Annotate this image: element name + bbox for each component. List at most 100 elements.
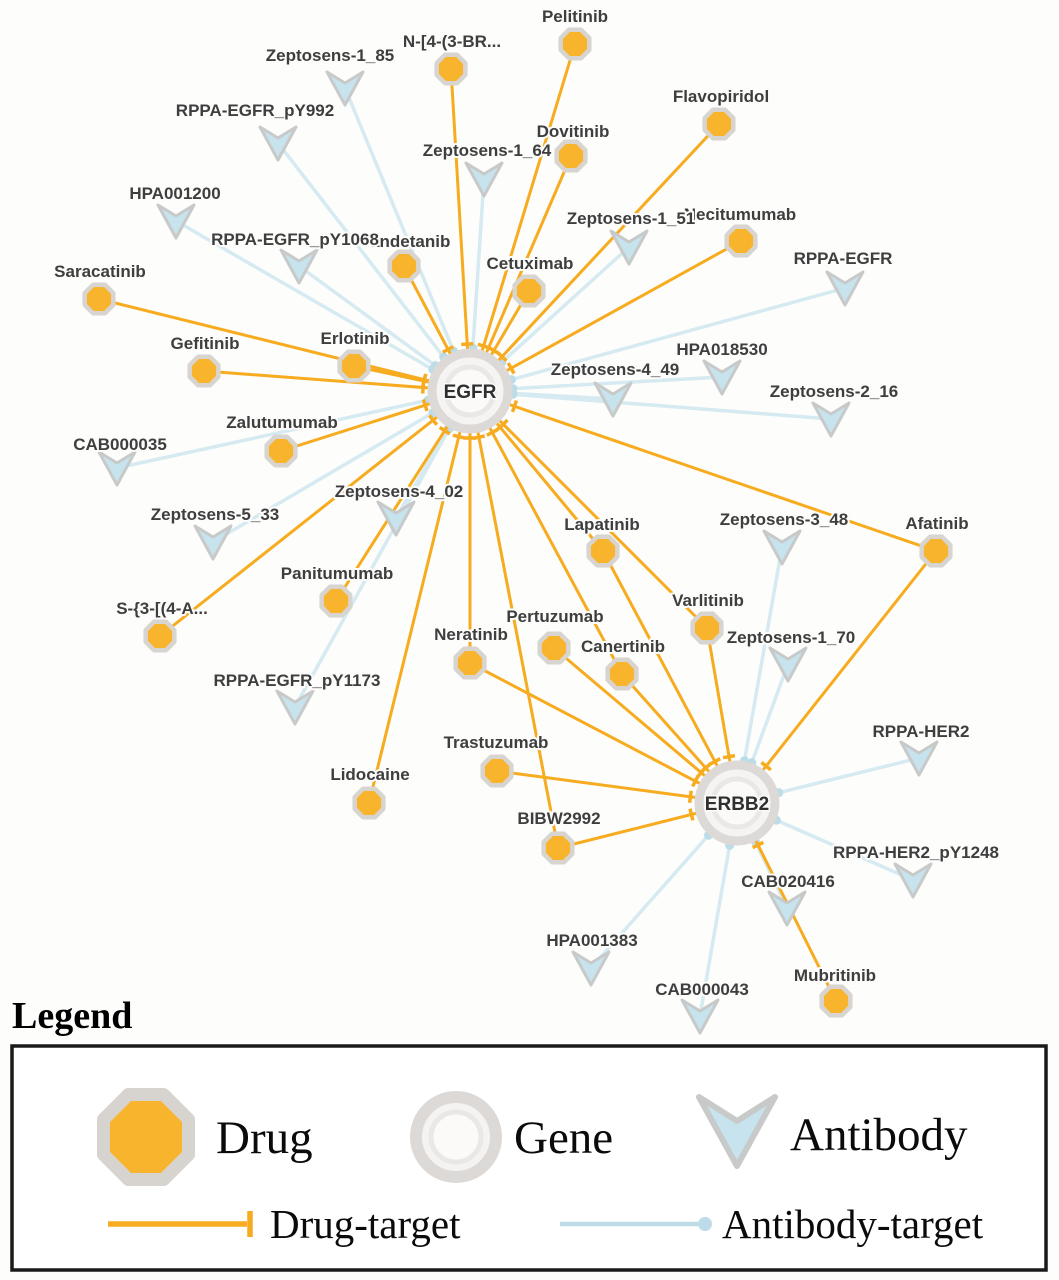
edge-drug-target-neratinib-erbb2: [469, 661, 738, 805]
drug-label-canertinib: Canertinib: [581, 637, 665, 656]
drug-label-lidocaine: Lidocaine: [330, 765, 409, 784]
drug-node-canertinib[interactable]: [605, 657, 639, 691]
edge-drug-tee-zalutumumab-egfr: [421, 398, 429, 412]
drug-node-neratinib[interactable]: [453, 646, 487, 680]
drug-node-lapatinib[interactable]: [586, 534, 620, 568]
drug-node-gefitinib[interactable]: [187, 354, 221, 388]
antibody-node-rppa-egfr-py1068[interactable]: [279, 248, 319, 285]
edge-drug-tee-n-4-3-br-egfr: [461, 341, 474, 347]
antibody-node-cab000043[interactable]: [680, 998, 720, 1035]
drug-node-pelitinib[interactable]: [558, 27, 592, 61]
antibody-node-zeptosens-1-51[interactable]: [609, 229, 649, 266]
antibody-label-zeptosens-4-02: Zeptosens-4_02: [335, 482, 464, 501]
antibody-node-zeptosens-4-49[interactable]: [593, 381, 633, 418]
edge-drug-target-bibw2992-egfr: [468, 390, 560, 849]
drug-node-flavopiridol[interactable]: [702, 107, 736, 141]
drug-node-varlitinib[interactable]: [690, 611, 724, 645]
antibody-label-hpa001383: HPA001383: [546, 931, 637, 950]
drug-node-erlotinib[interactable]: [337, 349, 371, 383]
antibody-node-rppa-her2-py1248[interactable]: [893, 862, 933, 899]
antibody-node-zeptosens-1-85[interactable]: [325, 70, 365, 107]
drug-node-pertuzumab[interactable]: [537, 631, 571, 665]
edge-drug-tee-trastuzumab-erbb2: [687, 790, 693, 803]
legend-antibody-target-label: Antibody-target: [722, 1201, 984, 1247]
drug-node-vandetanib[interactable]: [387, 249, 421, 283]
antibody-node-rppa-egfr-py992[interactable]: [258, 125, 298, 162]
antibody-node-hpa001200[interactable]: [156, 203, 196, 240]
edge-drug-target-flavopiridol-egfr: [468, 122, 721, 393]
edge-drug-tee-erlotinib-egfr: [421, 374, 428, 388]
antibody-node-zeptosens-3-48[interactable]: [762, 529, 802, 566]
antibody-node-rppa-her2[interactable]: [899, 740, 939, 777]
antibody-node-rppa-egfr-py1173[interactable]: [275, 689, 315, 726]
drug-label-cetuximab: Cetuximab: [487, 254, 574, 273]
drug-node-mubritinib[interactable]: [819, 984, 853, 1018]
legend-drug-icon: [97, 1088, 195, 1186]
edge-drug-tee-necitumumab-egfr: [506, 362, 516, 375]
drug-label-flavopiridol: Flavopiridol: [673, 87, 769, 106]
drug-node-zalutumumab[interactable]: [264, 434, 298, 468]
gene-label-erbb2: ERBB2: [705, 794, 769, 815]
antibody-label-zeptosens-1-85: Zeptosens-1_85: [266, 46, 395, 65]
edge-drug-tee-varlitinib-erbb2: [722, 753, 736, 760]
drug-label-dovitinib: Dovitinib: [537, 122, 610, 141]
edge-drug-target-varlitinib-egfr: [468, 389, 709, 630]
legend-gene-label: Gene: [514, 1112, 613, 1164]
antibody-label-zeptosens-3-48: Zeptosens-3_48: [720, 510, 849, 529]
antibody-node-zeptosens-5-33[interactable]: [193, 524, 233, 561]
drug-node-s-3-4-a[interactable]: [143, 619, 177, 653]
drug-node-cetuximab[interactable]: [512, 274, 546, 308]
antibody-label-rppa-her2: RPPA-HER2: [873, 722, 970, 741]
drug-node-necitumumab[interactable]: [724, 224, 758, 258]
drug-node-afatinib[interactable]: [919, 534, 953, 568]
antibody-label-zeptosens-5-33: Zeptosens-5_33: [151, 505, 280, 524]
antibody-label-rppa-egfr-py1173: RPPA-EGFR_pY1173: [214, 671, 381, 690]
drug-label-varlitinib: Varlitinib: [672, 591, 744, 610]
drug-label-trastuzumab: Trastuzumab: [444, 733, 549, 752]
drug-label-lapatinib: Lapatinib: [564, 515, 640, 534]
antibody-label-rppa-egfr-py1068: RPPA-EGFR_pY1068: [211, 230, 379, 249]
edge-antibody-target-zeptosens-5-33: [212, 389, 471, 544]
drug-node-saracatinib[interactable]: [82, 282, 116, 316]
antibody-node-rppa-egfr[interactable]: [825, 270, 865, 307]
antibody-label-zeptosens-1-70: Zeptosens-1_70: [727, 628, 856, 647]
legend-drug-label: Drug: [216, 1112, 313, 1164]
antibody-label-zeptosens-1-51: Zeptosens-1_51: [567, 209, 696, 228]
antibody-node-zeptosens-2-16[interactable]: [811, 401, 851, 438]
drug-label-pertuzumab: Pertuzumab: [506, 607, 603, 626]
drug-node-panitumumab[interactable]: [319, 584, 353, 618]
drug-label-panitumumab: Panitumumab: [281, 564, 393, 583]
drug-label-erlotinib: Erlotinib: [321, 329, 390, 348]
drug-node-n-4-3-br[interactable]: [434, 52, 468, 86]
edge-drug-target-afatinib-erbb2: [735, 550, 938, 804]
edge-drug-tee-bibw2992-erbb2: [688, 808, 695, 821]
edge-drug-tee-s-3-4-a-egfr: [428, 414, 439, 426]
antibody-node-hpa001383[interactable]: [571, 950, 611, 987]
antibody-node-zeptosens-1-64[interactable]: [464, 161, 504, 198]
network-graph: PelitinibN-[4-(3-BR...DovitinibFlavopiri…: [52, 5, 1001, 1035]
drug-label-zalutumumab: Zalutumumab: [226, 413, 337, 432]
antibody-node-cab000035[interactable]: [97, 450, 137, 487]
antibody-label-rppa-egfr-py992: RPPA-EGFR_pY992: [176, 101, 334, 120]
drug-node-bibw2992[interactable]: [541, 831, 575, 865]
antibody-node-zeptosens-1-70[interactable]: [768, 646, 808, 683]
drug-label-bibw2992: BIBW2992: [517, 809, 600, 828]
drug-node-trastuzumab[interactable]: [480, 754, 514, 788]
edge-drug-tee-afatinib-erbb2: [760, 761, 772, 772]
edge-drug-target-s-3-4-a-egfr: [159, 389, 471, 638]
antibody-node-hpa018530[interactable]: [702, 359, 742, 396]
legend-antibody-label: Antibody: [790, 1109, 968, 1161]
drug-label-pelitinib: Pelitinib: [542, 7, 608, 26]
antibody-label-hpa001200: HPA001200: [129, 184, 220, 203]
edge-drug-tee-afatinib-egfr: [510, 400, 519, 413]
edge-antibody-target-cab000035: [116, 389, 471, 470]
antibody-node-zeptosens-4-02[interactable]: [376, 500, 416, 537]
edge-antibody-target-rppa-egfr: [469, 286, 846, 393]
drug-node-dovitinib[interactable]: [554, 139, 588, 173]
antibody-label-rppa-her2-py1248: RPPA-HER2_pY1248: [833, 843, 999, 862]
antibody-node-cab020416[interactable]: [767, 890, 807, 927]
drug-label-mubritinib: Mubritinib: [794, 966, 876, 985]
drug-node-lidocaine[interactable]: [352, 786, 386, 820]
edge-drug-tee-flavopiridol-egfr: [496, 351, 508, 362]
